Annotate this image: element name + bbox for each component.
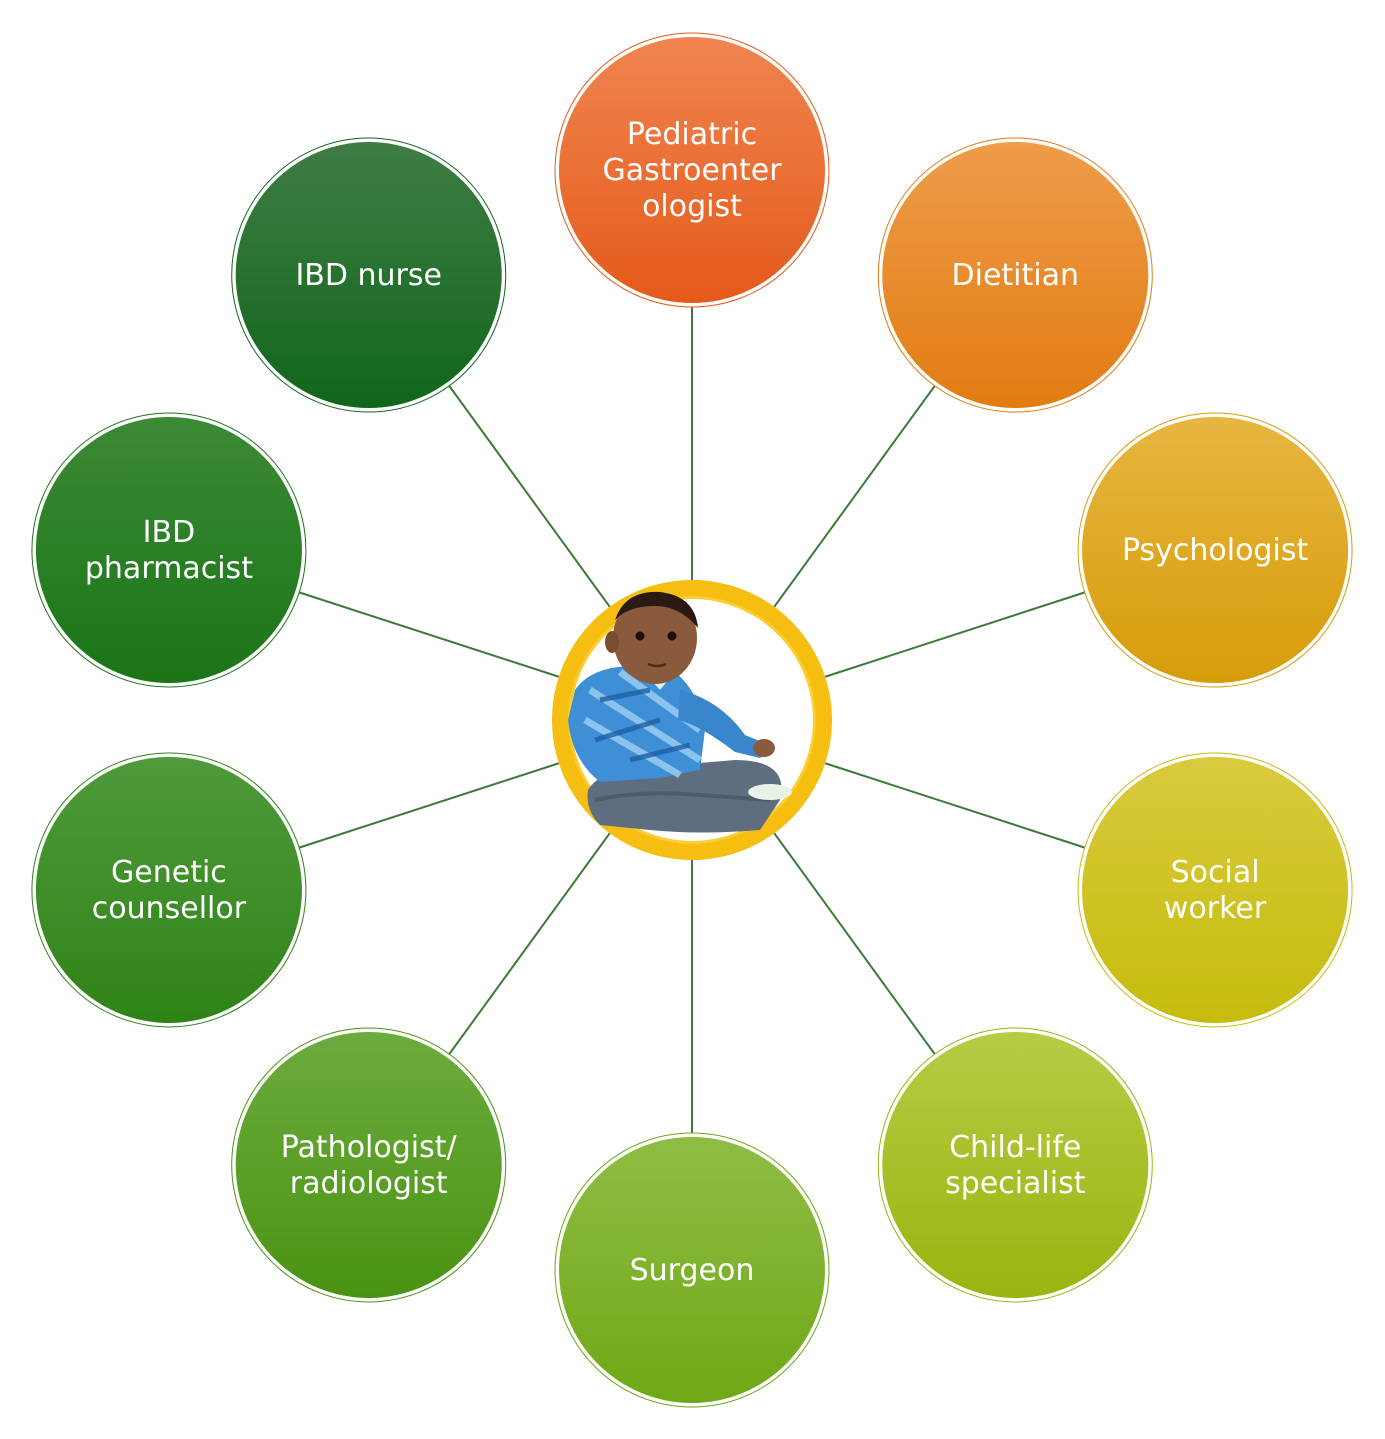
child-head [613,592,697,684]
node-label-line: Psychologist [1122,533,1309,568]
child-hair [615,591,698,628]
node-circle [1082,756,1349,1023]
node-label-line: Pediatric [627,117,757,152]
node-circle [882,1031,1149,1298]
node-label-line: counsellor [92,891,247,926]
node-label-line: Pathologist/ [281,1130,458,1165]
node-circle [559,1137,825,1403]
node-label-line: radiologist [290,1166,448,1201]
connector-child-life-specialist [773,832,936,1055]
node-ibd-nurse: IBD nurse [231,137,507,413]
toy [748,784,792,800]
connector-genetic-counsellor [298,762,560,849]
node-label-line: Genetic [111,855,227,890]
child-photo [568,591,792,833]
connector-lines [298,307,1086,1133]
center-child-portrait [552,580,832,860]
node-circle [35,417,302,684]
node-label-line: Child-life [949,1130,1081,1165]
connector-psychologist [824,591,1086,678]
connector-social-worker [824,762,1086,849]
node-circle [1082,417,1349,684]
connector-pathologist-radiologist [448,832,611,1055]
node-label-line: Social [1171,855,1260,890]
node-label-line: worker [1164,891,1267,926]
node-psychologist: Psychologist [1077,412,1353,688]
node-label-line: Gastroenter [602,153,782,188]
care-team-nodes: PediatricGastroenterologistDietitianPsyc… [31,32,1353,1408]
connector-dietitian [773,385,936,608]
node-label-line: specialist [945,1166,1086,1201]
node-circle [235,1031,502,1298]
node-dietitian: Dietitian [877,137,1153,413]
node-pathologist-radiologist: Pathologist/radiologist [231,1027,507,1303]
child-hand [753,739,775,757]
node-label-line: ologist [642,189,742,224]
node-circle [559,37,825,303]
node-surgeon: Surgeon [554,1132,830,1408]
node-label-line: pharmacist [85,551,253,586]
node-circle [882,142,1149,409]
node-circle [35,756,302,1023]
connector-ibd-pharmacist [298,591,560,678]
connector-ibd-nurse [448,385,611,608]
node-circle [235,142,502,409]
node-label-line: Surgeon [630,1253,755,1288]
node-label-line: IBD [143,515,196,550]
node-label-line: IBD nurse [295,258,442,293]
node-label-line: Dietitian [952,258,1080,293]
